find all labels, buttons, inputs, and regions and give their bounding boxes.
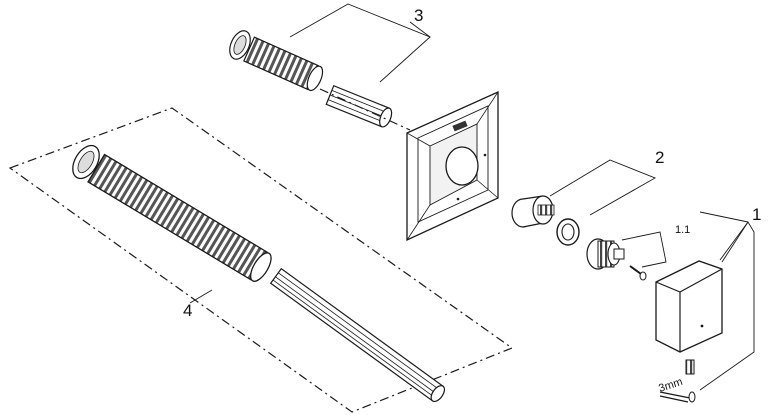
callout-part-4: 4: [183, 301, 192, 320]
threaded-sleeve-long: [72, 144, 272, 282]
hex-key: [659, 391, 696, 403]
tool-size-label: 3mm: [657, 376, 684, 395]
axis-line-short: [319, 88, 411, 131]
cartridge-assembly: [586, 231, 667, 281]
cover-plate: [406, 90, 499, 242]
leader-part-3: [289, 3, 431, 83]
leader-part-3-tick: [409, 21, 431, 38]
leader-part-4: [189, 289, 213, 304]
leader-part-2: [549, 159, 657, 216]
cartridge-spindle: [586, 238, 625, 270]
leader-part-1-1: [621, 231, 667, 268]
extension-set-short: [229, 3, 431, 131]
adapter-body: [511, 195, 555, 228]
stem-rod-long: [269, 267, 446, 403]
threaded-sleeve-short: [229, 30, 324, 92]
extension-set-long: [8, 107, 514, 413]
callout-part-1-1: 1.1: [675, 224, 690, 236]
kit-outline: [8, 107, 514, 413]
callout-part-3: 3: [414, 6, 423, 25]
handle-cover: [655, 260, 723, 353]
callout-part-1: 1: [752, 205, 761, 224]
grub-screw: [685, 359, 695, 375]
adapter-assembly: [511, 159, 657, 246]
callout-part-2: 2: [655, 148, 664, 167]
retaining-screw: [629, 265, 647, 281]
leader-part-1: [699, 221, 755, 391]
